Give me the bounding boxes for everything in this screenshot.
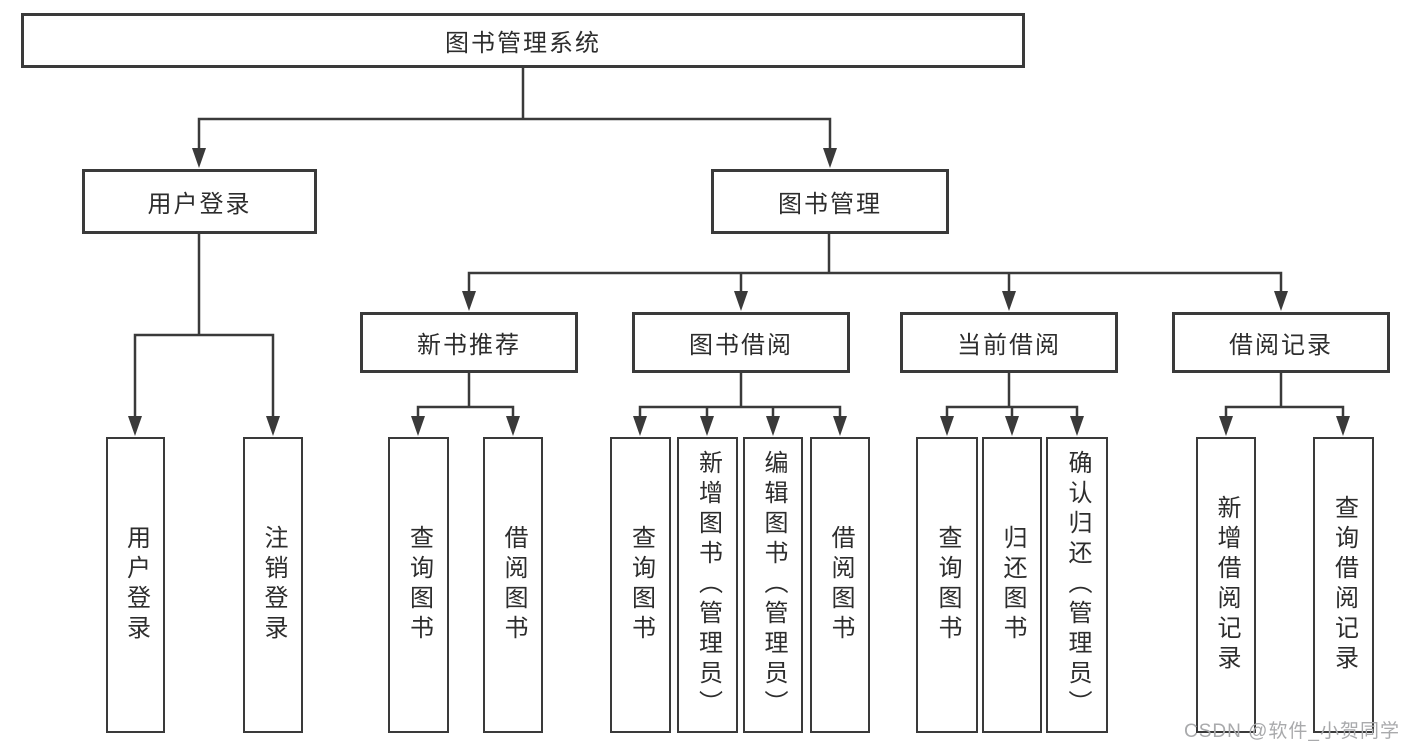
node-root-label: 图书管理系统 <box>445 31 601 57</box>
leaf-recommend-query-book: 查询图书 <box>388 437 449 733</box>
leaf-borrow-book-label: 借阅图书 <box>827 525 853 645</box>
leaf-recommend-borrow-book: 借阅图书 <box>483 437 543 733</box>
leaf-add-book-admin-label: 新增图书（管理员） <box>694 450 721 720</box>
node-current-borrow: 当前借阅 <box>900 312 1118 373</box>
watermark-text: CSDN @软件_小贺同学 <box>1184 721 1400 742</box>
node-user-login: 用户登录 <box>82 169 317 234</box>
node-book-management: 图书管理 <box>711 169 949 234</box>
node-book-management-label: 图书管理 <box>778 192 882 218</box>
leaf-confirm-return-admin: 确认归还（管理员） <box>1046 437 1108 733</box>
leaf-current-query-book: 查询图书 <box>916 437 978 733</box>
leaf-query-borrow-record: 查询借阅记录 <box>1313 437 1374 733</box>
node-borrow-record: 借阅记录 <box>1172 312 1390 373</box>
leaf-query-borrow-record-label: 查询借阅记录 <box>1330 495 1357 675</box>
arrowheads <box>128 148 1350 436</box>
leaf-borrow-book: 借阅图书 <box>810 437 870 733</box>
node-new-book-recommend: 新书推荐 <box>360 312 578 373</box>
leaf-return-book-label: 归还图书 <box>999 525 1025 645</box>
node-new-book-recommend-label: 新书推荐 <box>417 333 521 359</box>
leaf-borrow-query-book: 查询图书 <box>610 437 671 733</box>
leaf-add-borrow-record: 新增借阅记录 <box>1196 437 1256 733</box>
leaf-edit-book-admin-label: 编辑图书（管理员） <box>760 450 786 720</box>
leaf-user-login: 用户登录 <box>106 437 165 733</box>
node-book-borrow-label: 图书借阅 <box>689 333 793 359</box>
leaf-recommend-query-book-label: 查询图书 <box>405 525 432 645</box>
leaf-add-book-admin: 新增图书（管理员） <box>677 437 738 733</box>
node-current-borrow-label: 当前借阅 <box>957 333 1061 359</box>
node-root-system: 图书管理系统 <box>21 13 1025 68</box>
leaf-current-query-book-label: 查询图书 <box>934 525 960 645</box>
node-borrow-record-label: 借阅记录 <box>1229 333 1333 359</box>
node-user-login-label: 用户登录 <box>147 192 252 218</box>
node-book-borrow: 图书借阅 <box>632 312 850 373</box>
leaf-user-login-label: 用户登录 <box>122 525 149 645</box>
leaf-borrow-query-book-label: 查询图书 <box>627 525 654 645</box>
leaf-edit-book-admin: 编辑图书（管理员） <box>743 437 803 733</box>
leaf-return-book: 归还图书 <box>982 437 1042 733</box>
leaf-recommend-borrow-book-label: 借阅图书 <box>500 525 526 645</box>
leaf-confirm-return-admin-label: 确认归还（管理员） <box>1064 450 1090 720</box>
leaf-add-borrow-record-label: 新增借阅记录 <box>1213 495 1239 675</box>
leaf-logout-label: 注销登录 <box>260 525 286 645</box>
leaf-logout: 注销登录 <box>243 437 303 733</box>
